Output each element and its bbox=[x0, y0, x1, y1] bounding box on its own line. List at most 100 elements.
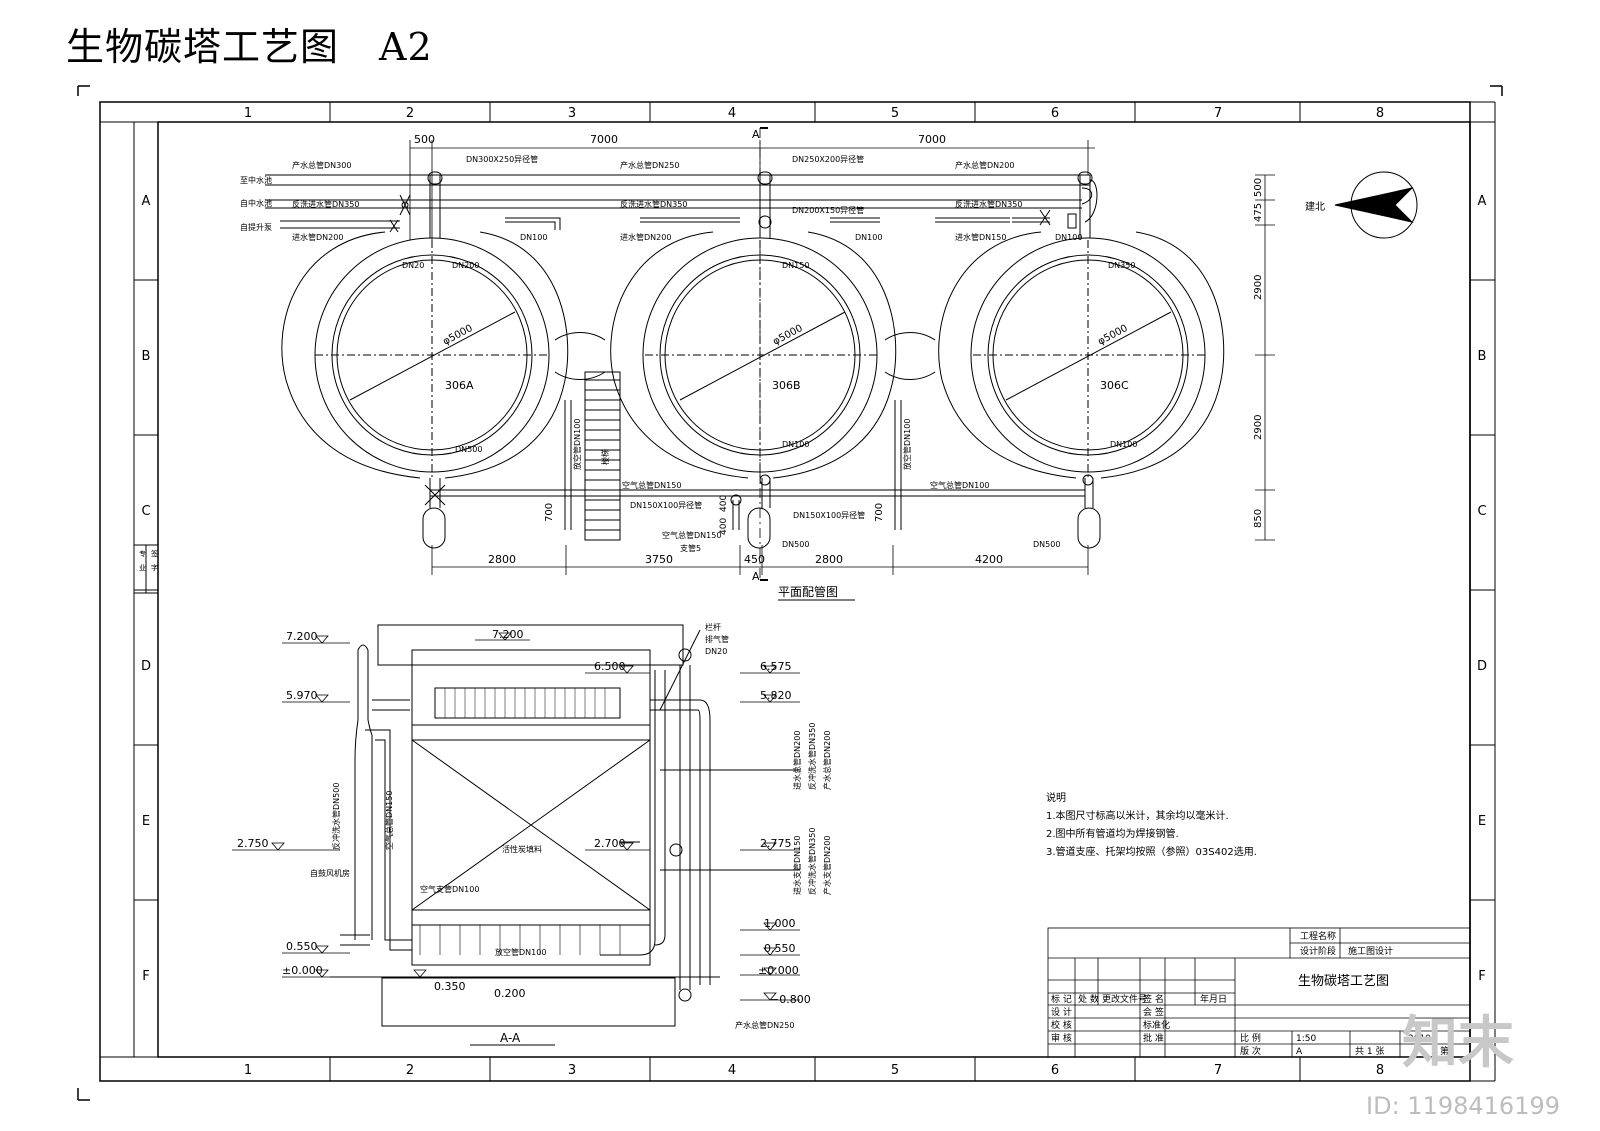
plan-view: 建北 A A 500 7000 7000 2800 3750 450 2800 … bbox=[240, 127, 1418, 601]
column-labels-top: 1 2 3 4 5 6 7 8 bbox=[244, 106, 1384, 121]
section-label: 反冲洗水管DN500 bbox=[331, 783, 341, 850]
tb-cell: 批 准 bbox=[1143, 1032, 1164, 1044]
row-label: B bbox=[142, 349, 151, 364]
pipe-label: DN100 bbox=[520, 233, 547, 242]
section-mark-bottom: A bbox=[752, 570, 760, 583]
pipe-label: 自中水池 bbox=[240, 198, 272, 208]
pipe-label: 进水管DN200 bbox=[620, 232, 671, 242]
stamp-char: 签 bbox=[151, 549, 158, 558]
tb-cell: 审 核 bbox=[1051, 1032, 1072, 1044]
elevation-text: −0.800 bbox=[770, 993, 811, 1006]
pipe-label: DN500 bbox=[455, 445, 482, 454]
pipe-label: DN350 bbox=[1108, 261, 1135, 270]
tank-dia: φ5000 bbox=[441, 323, 474, 348]
pipe-label: DN200X150异径管 bbox=[792, 205, 864, 215]
col-label: 2 bbox=[406, 1063, 414, 1078]
bridge bbox=[884, 332, 936, 380]
dim-text: 475 bbox=[1253, 203, 1264, 222]
stair-label: 楼梯 bbox=[600, 449, 610, 465]
title-block bbox=[1047, 927, 1471, 1058]
pipe-label: DN100 bbox=[782, 440, 809, 449]
stamp-char: 业 bbox=[139, 563, 146, 572]
section-texts: 7.200 7.200 5.970 6.500 6.575 5.820 2.75… bbox=[237, 628, 811, 1045]
elevation-text: 0.550 bbox=[286, 940, 318, 953]
col-label: 6 bbox=[1051, 1063, 1059, 1078]
pipe-label: 放空管DN100 bbox=[902, 419, 912, 470]
pipe-label: DN150X100异径管 bbox=[793, 510, 865, 520]
north-arrow-icon bbox=[1334, 171, 1418, 239]
section-label: 产水支管DN200 bbox=[822, 836, 832, 895]
row-label: A bbox=[142, 194, 151, 209]
dim-text: 850 bbox=[1253, 509, 1264, 528]
tank-306C bbox=[938, 231, 1225, 480]
pipe-label: 反洗进水管DN350 bbox=[292, 199, 359, 209]
tb-cell: 处 数 bbox=[1078, 993, 1099, 1005]
elevation-markers bbox=[232, 632, 800, 1001]
pipe-label: 至中水池 bbox=[240, 175, 272, 185]
dim-text: 2800 bbox=[815, 553, 843, 566]
section-mark bbox=[760, 127, 768, 581]
tb-cell: 设 计 bbox=[1051, 1006, 1072, 1018]
row-label: B bbox=[1478, 349, 1487, 364]
section-label: 栏杆 bbox=[705, 622, 721, 632]
tank-label: 306A bbox=[445, 379, 474, 392]
section-label: 产水总管DN200 bbox=[822, 731, 832, 790]
tb-cell: 标准化 bbox=[1143, 1019, 1170, 1031]
row-label: D bbox=[1477, 659, 1487, 674]
col-label: 4 bbox=[728, 106, 736, 121]
pipe-label: DN20 bbox=[402, 261, 424, 270]
section-label: 自鼓风机房 bbox=[310, 868, 350, 878]
elevation-text: ±0.000 bbox=[758, 964, 799, 977]
row-label: E bbox=[142, 814, 150, 829]
dim-text: 450 bbox=[744, 553, 765, 566]
dim-text: 3750 bbox=[645, 553, 673, 566]
tb-cell: 1:50 bbox=[1296, 1034, 1316, 1044]
tb-cell: 2010 bbox=[1408, 1034, 1431, 1044]
elevation-text: 7.200 bbox=[286, 630, 318, 643]
pipe-label: DN500 bbox=[1033, 540, 1060, 549]
col-label: 6 bbox=[1051, 106, 1059, 121]
tb-cell: 共 1 张 bbox=[1355, 1046, 1384, 1057]
tb-cell: 版 次 bbox=[1240, 1045, 1261, 1057]
pipe-label: 产水总管DN300 bbox=[292, 160, 351, 170]
elevation-text: ±0.000 bbox=[282, 964, 323, 977]
pipe-label: DN150X100异径管 bbox=[630, 500, 702, 510]
brand-logo: 知末 bbox=[1402, 1011, 1514, 1076]
pipe-label: DN300X250异径管 bbox=[466, 154, 538, 164]
notes-heading: 说明 bbox=[1046, 793, 1066, 804]
tb-stage-value: 施工图设计 bbox=[1348, 945, 1393, 957]
dim-text: 400 bbox=[719, 518, 729, 535]
dim-text: 500 bbox=[1253, 178, 1264, 197]
col-label: 5 bbox=[891, 1063, 899, 1078]
pipe-label: DN150 bbox=[782, 261, 809, 270]
row-label: F bbox=[142, 969, 149, 984]
elevation-text: 6.575 bbox=[760, 660, 792, 673]
tank-306A bbox=[281, 231, 569, 480]
col-label: 8 bbox=[1376, 106, 1384, 121]
pipe-label: DN100 bbox=[855, 233, 882, 242]
row-label: C bbox=[1477, 504, 1486, 519]
section-mark-top: A bbox=[752, 128, 760, 141]
tank-label: 306C bbox=[1100, 379, 1129, 392]
row-label: E bbox=[1478, 814, 1486, 829]
tb-cell: A bbox=[1296, 1047, 1303, 1057]
elevation-text: 2.775 bbox=[760, 837, 792, 850]
pipe-label: 反洗进水管DN350 bbox=[620, 199, 687, 209]
col-label: 5 bbox=[891, 106, 899, 121]
col-label: 7 bbox=[1214, 106, 1222, 121]
title-block-text: 工程名称 设计阶段 施工图设计 生物碳塔工艺图 标 记 处 数 更改文件号 签 … bbox=[1051, 930, 1449, 1057]
plan-title: 平面配管图 bbox=[778, 584, 838, 599]
section-view bbox=[232, 624, 800, 1046]
elevation-text: 5.970 bbox=[286, 689, 318, 702]
section-title: A-A bbox=[500, 1031, 521, 1045]
pipe-label: DN100 bbox=[1055, 233, 1082, 242]
pipe-label: 空气总管DN150 bbox=[622, 480, 681, 490]
pipe-label: DN100 bbox=[1110, 440, 1137, 449]
note-item: 2.图中所有管道均为焊接钢管. bbox=[1046, 829, 1179, 840]
tb-drawing-name: 生物碳塔工艺图 bbox=[1298, 974, 1389, 989]
elevation-text: 2.700 bbox=[594, 837, 626, 850]
tb-stage-label: 设计阶段 bbox=[1300, 945, 1336, 957]
note-item: 3.管道支座、托架均按照（参照）03S402选用. bbox=[1046, 847, 1257, 858]
notes: 说明 1.本图尺寸标高以米计，其余均以毫米计. 2.图中所有管道均为焊接钢管. … bbox=[1046, 790, 1257, 862]
row-labels: A B C D E F A B C D E F bbox=[141, 194, 1487, 984]
